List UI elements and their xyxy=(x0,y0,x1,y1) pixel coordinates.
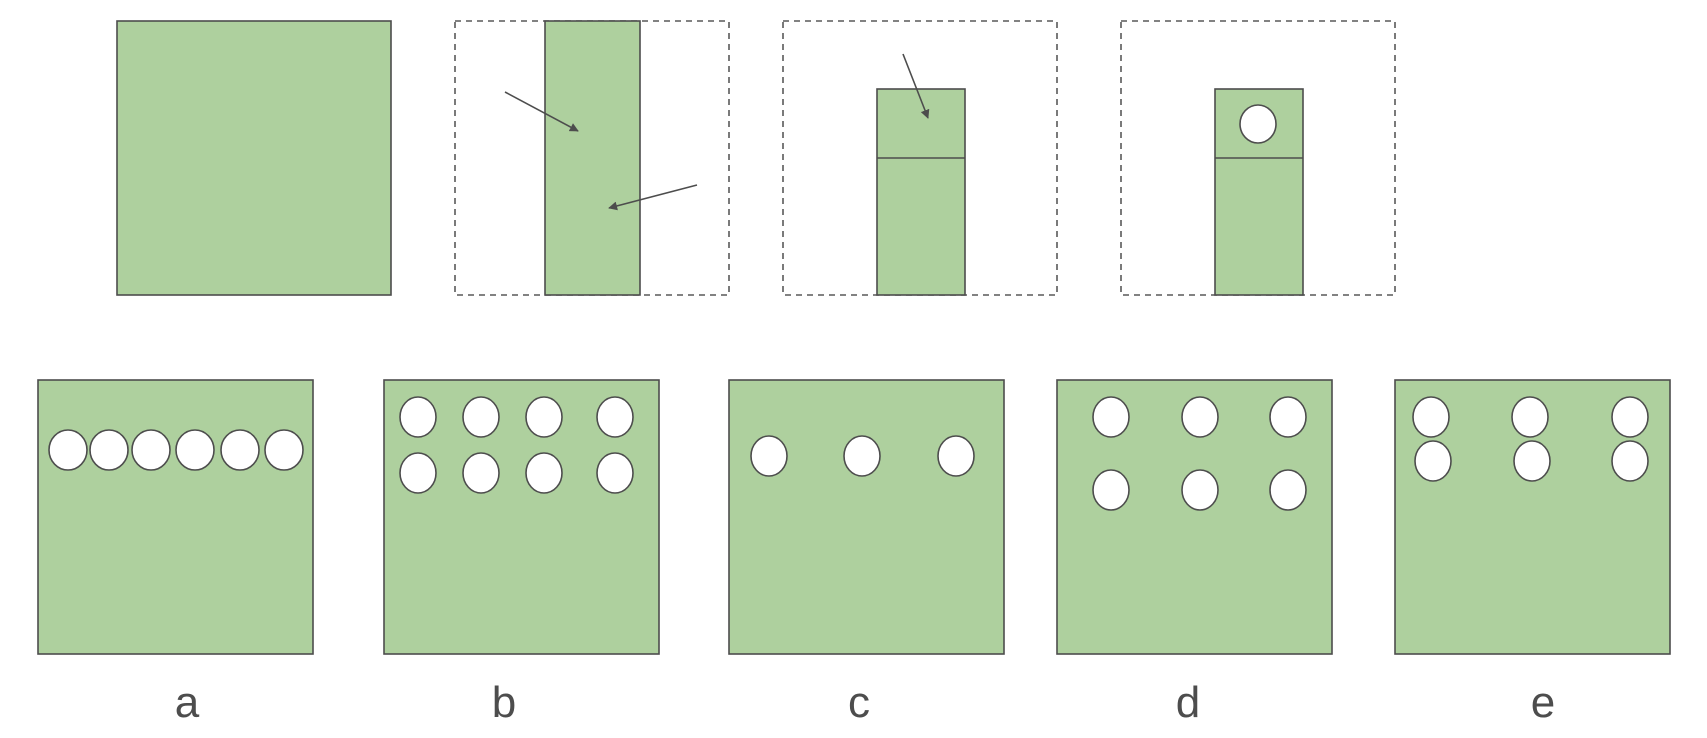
hole xyxy=(1513,440,1551,482)
hole xyxy=(750,435,788,477)
hole xyxy=(843,435,881,477)
option-label: d xyxy=(1176,678,1200,727)
option-holes xyxy=(750,435,975,477)
option-label: c xyxy=(848,678,870,727)
step-4-punch-hole xyxy=(1120,20,1396,296)
paper-sheet xyxy=(116,20,392,296)
option-a[interactable]: a xyxy=(37,379,314,727)
step-3-fold-top xyxy=(782,20,1058,296)
hole xyxy=(462,396,500,438)
fold-arrow-down xyxy=(902,53,930,119)
hole xyxy=(1414,440,1452,482)
hole xyxy=(264,429,304,471)
hole xyxy=(462,452,500,494)
option-holes xyxy=(1412,396,1649,482)
option-d[interactable]: d xyxy=(1056,379,1333,727)
option-holes xyxy=(1092,396,1307,511)
option-label: e xyxy=(1531,678,1555,727)
fold-sequence xyxy=(116,20,1396,296)
option-e[interactable]: e xyxy=(1394,379,1671,727)
hole xyxy=(89,429,129,471)
hole xyxy=(220,429,260,471)
hole xyxy=(399,452,437,494)
hole xyxy=(1181,469,1219,511)
hole xyxy=(1269,396,1307,438)
hole xyxy=(525,396,563,438)
step-2-fold-sides xyxy=(454,20,730,296)
option-c[interactable]: c xyxy=(728,379,1005,727)
option-label: b xyxy=(492,678,516,727)
hole xyxy=(48,429,88,471)
hole xyxy=(1611,440,1649,482)
option-b[interactable]: b xyxy=(383,379,660,727)
hole xyxy=(1611,396,1649,438)
step-1-square-sheet xyxy=(116,20,392,296)
folded-strip xyxy=(876,88,966,296)
answer-options: a b c xyxy=(37,379,1671,727)
punched-hole xyxy=(1239,104,1277,144)
hole xyxy=(399,396,437,438)
folded-strip xyxy=(544,20,641,296)
hole xyxy=(175,429,215,471)
hole xyxy=(596,452,634,494)
option-sheet xyxy=(728,379,1005,655)
hole xyxy=(525,452,563,494)
hole xyxy=(1269,469,1307,511)
option-sheet xyxy=(37,379,314,655)
option-holes xyxy=(399,396,634,494)
fold-arrow-left xyxy=(504,91,579,132)
hole xyxy=(1092,469,1130,511)
hole xyxy=(1412,396,1450,438)
hole xyxy=(937,435,975,477)
hole xyxy=(1181,396,1219,438)
hole xyxy=(1511,396,1549,438)
option-holes xyxy=(48,429,304,471)
hole xyxy=(1092,396,1130,438)
hole xyxy=(131,429,171,471)
option-label: a xyxy=(175,678,200,727)
fold-arrow-right xyxy=(608,184,698,211)
hole xyxy=(596,396,634,438)
